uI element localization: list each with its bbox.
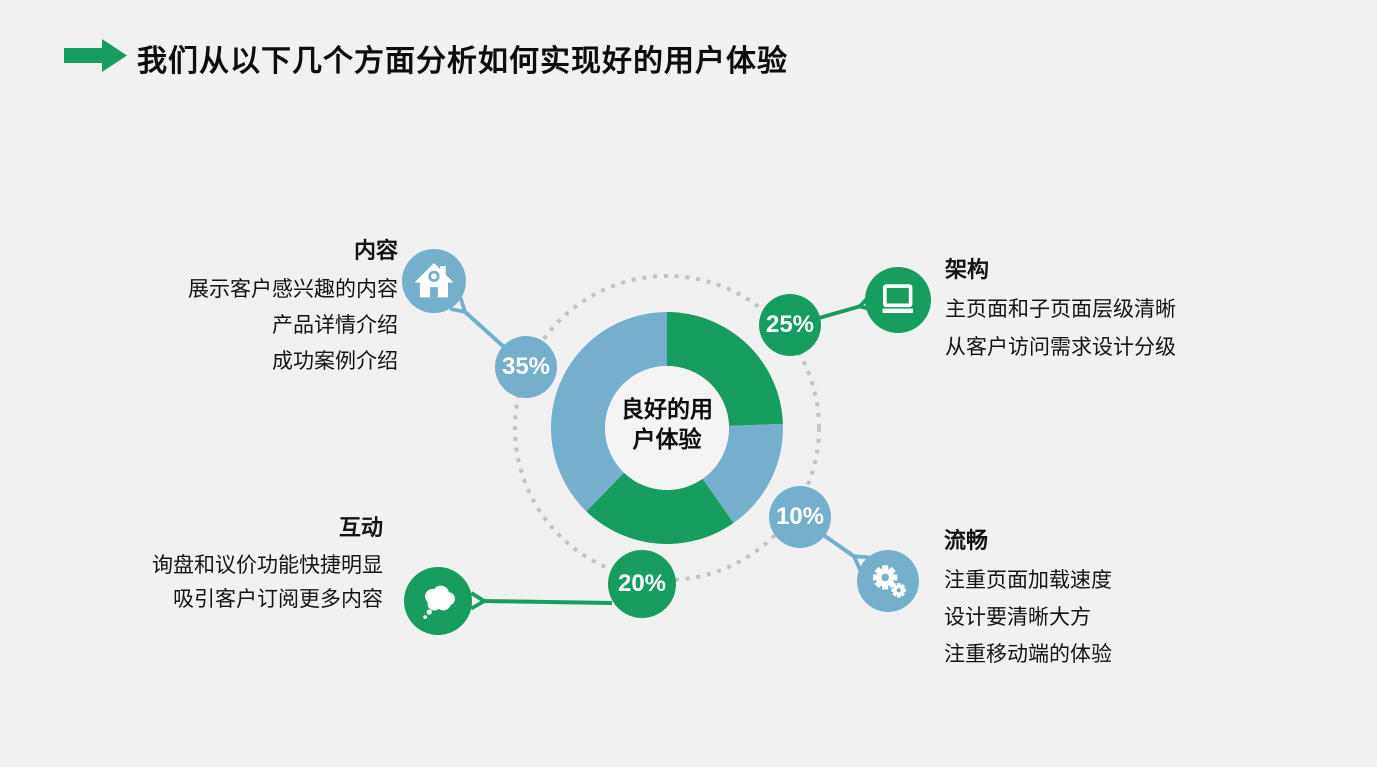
arrow-10-to-gears [820,532,870,571]
donut-segment-内容 [551,312,667,512]
section-structure: 架构 主页面和子页面层级清晰 从客户访问需求设计分级 [945,258,1245,367]
section-interaction-title: 互动 [338,515,383,540]
section-content-line: 产品详情介绍 [272,314,398,337]
arrow-35-to-house [449,296,506,349]
donut-chart [551,312,783,544]
section-content-title: 内容 [353,238,398,263]
house-icon [414,263,454,298]
arrow-20-to-bubble [470,591,613,611]
laptop-icon [882,284,914,314]
donut-center-line1: 良好的用 [621,396,713,422]
section-fluency-line: 设计要清晰大方 [944,606,1091,629]
donut-center-line2: 户体验 [632,426,702,452]
section-interaction-line: 吸引客户订阅更多内容 [173,588,383,611]
section-fluency-line: 注重页面加载速度 [944,569,1112,592]
badge-25-percent: 25% [759,294,821,356]
badge-10-percent: 10% [769,486,831,548]
section-structure-line: 主页面和子页面层级清晰 [945,298,1176,321]
section-structure-line: 从客户访问需求设计分级 [945,336,1176,359]
gears-icon [872,565,906,598]
fluency-icon-circle [857,550,919,612]
donut-segment-架构 [667,312,783,426]
section-content: 内容 展示客户感兴趣的内容 产品详情介绍 成功案例介绍 [100,239,398,380]
page-title: 我们从以下几个方面分析如何实现好的用户体验 [137,45,788,78]
donut-hole [605,366,729,490]
interaction-icon-circle [404,567,472,635]
donut-center-label: 良好的用 户体验 [597,394,737,454]
badge-20-percent: 20% [608,550,676,618]
content-icon-circle [402,249,466,313]
donut-segment-互动 [586,472,734,544]
section-fluency: 流畅 注重页面加载速度 设计要清晰大方 注重移动端的体验 [944,529,1244,673]
section-structure-title: 架构 [945,257,990,282]
structure-icon-circle [865,267,931,333]
title-arrow-icon [64,39,127,72]
section-content-line: 展示客户感兴趣的内容 [188,278,398,301]
section-fluency-title: 流畅 [944,528,989,553]
section-fluency-line: 注重移动端的体验 [944,643,1112,666]
section-interaction-line: 询盘和议价功能快捷明显 [152,554,383,577]
section-interaction: 互动 询盘和议价功能快捷明显 吸引客户订阅更多内容 [85,516,383,617]
section-content-line: 成功案例介绍 [272,350,398,373]
donut-segment-流畅 [702,423,783,524]
thought-bubble-icon [423,586,456,620]
title-arrow-shape [64,39,127,72]
badge-35-percent: 35% [495,336,557,398]
